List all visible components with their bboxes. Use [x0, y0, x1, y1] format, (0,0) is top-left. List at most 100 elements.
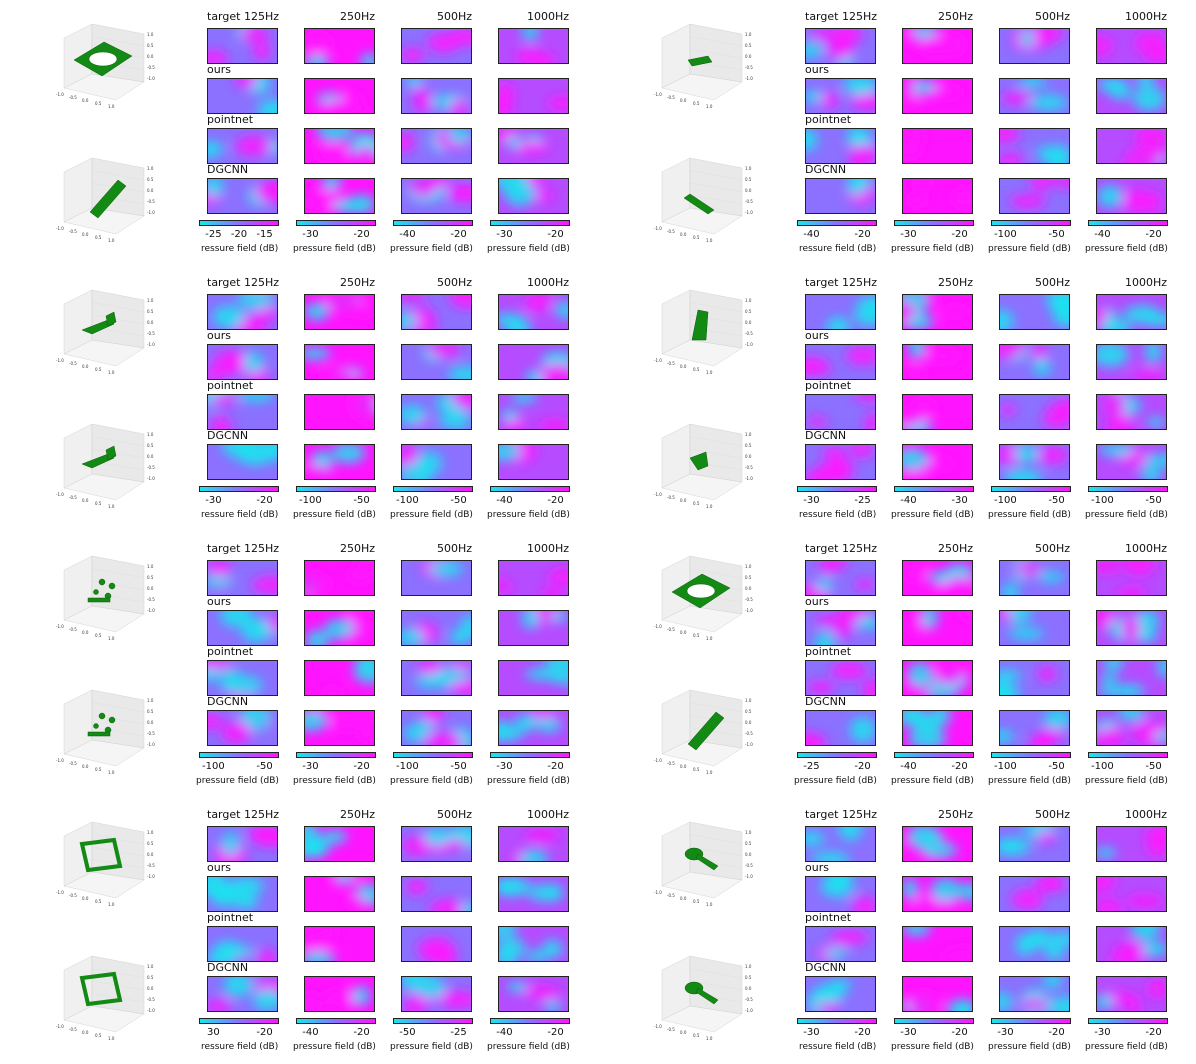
pressure-heatmap: [902, 710, 973, 746]
svg-text:1.0: 1.0: [706, 370, 713, 375]
pressure-heatmap: [304, 710, 375, 746]
svg-text:1.0: 1.0: [706, 1036, 713, 1041]
pressure-heatmap: [401, 294, 472, 330]
svg-text:-0.5: -0.5: [667, 229, 675, 234]
colorbar-tick: -100: [994, 495, 1017, 506]
pressure-heatmap: [401, 826, 472, 862]
pressure-heatmap: [304, 610, 375, 646]
pressure-heatmap: [805, 926, 876, 962]
svg-text:0.5: 0.5: [147, 309, 154, 314]
colorbar: [490, 486, 570, 492]
pressure-heatmap: [805, 78, 876, 114]
svg-text:0.0: 0.0: [745, 720, 752, 725]
colorbar-tick: -50: [353, 495, 370, 506]
pressure-heatmap: [207, 444, 278, 480]
colorbar-tick: -20: [1048, 1027, 1065, 1038]
colorbar-label: pressure field (dB): [794, 776, 877, 786]
pressure-heatmap: [805, 344, 876, 380]
frequency-header: target 125Hz: [207, 276, 279, 289]
colorbar: [199, 752, 279, 758]
method-label: pointnet: [805, 379, 852, 392]
pressure-heatmap: [902, 28, 973, 64]
pressure-heatmap: [1096, 710, 1167, 746]
svg-text:0.5: 0.5: [745, 975, 752, 980]
pressure-heatmap: [498, 128, 569, 164]
method-label: DGCNN: [805, 163, 847, 176]
svg-text:0.5: 0.5: [693, 633, 700, 638]
svg-text:0.0: 0.0: [82, 498, 89, 503]
pressure-heatmap: [304, 344, 375, 380]
method-label: DGCNN: [207, 163, 249, 176]
svg-text:1.0: 1.0: [147, 166, 154, 171]
colorbar: [991, 220, 1071, 226]
pressure-heatmap: [304, 178, 375, 214]
svg-text:0.0: 0.0: [680, 498, 687, 503]
colorbar-tick: -30: [1094, 1027, 1111, 1038]
svg-text:0.0: 0.0: [680, 1030, 687, 1035]
colorbar-tick: -25: [205, 229, 222, 240]
colorbar: [296, 486, 376, 492]
colorbar-tick: -40: [803, 229, 820, 240]
pressure-heatmap: [805, 660, 876, 696]
pressure-heatmap: [805, 560, 876, 596]
pressure-heatmap: [401, 344, 472, 380]
pressure-heatmap: [805, 178, 876, 214]
pressure-heatmap: [401, 178, 472, 214]
pressure-heatmap: [207, 178, 278, 214]
colorbar-tick: 30: [207, 1027, 220, 1038]
svg-text:0.0: 0.0: [82, 98, 89, 103]
colorbar-label: ressure field (dB): [799, 244, 877, 254]
pressure-heatmap: [498, 560, 569, 596]
pressure-heatmap: [304, 78, 375, 114]
pressure-heatmap: [1096, 926, 1167, 962]
colorbar-label: pressure field (dB): [487, 244, 570, 254]
frequency-header: 1000Hz: [526, 10, 569, 23]
pressure-heatmap: [498, 610, 569, 646]
svg-text:-1.0: -1.0: [654, 1024, 662, 1029]
svg-text:-1.0: -1.0: [56, 226, 64, 231]
pressure-heatmap: [999, 926, 1070, 962]
colorbar-label: pressure field (dB): [390, 1042, 473, 1052]
colorbar-tick: -20: [547, 495, 564, 506]
pressure-heatmap: [401, 28, 472, 64]
colorbar: [797, 752, 877, 758]
svg-text:-0.5: -0.5: [745, 199, 753, 204]
svg-text:1.0: 1.0: [745, 564, 752, 569]
svg-text:0.0: 0.0: [147, 454, 154, 459]
colorbar-label: pressure field (dB): [891, 510, 974, 520]
colorbar-label: pressure field (dB): [891, 1042, 974, 1052]
svg-text:-1.0: -1.0: [56, 358, 64, 363]
colorbar: [1088, 220, 1168, 226]
svg-text:-0.5: -0.5: [745, 997, 753, 1002]
svg-text:-1.0: -1.0: [56, 1024, 64, 1029]
svg-text:-1.0: -1.0: [56, 492, 64, 497]
method-label: DGCNN: [805, 429, 847, 442]
pressure-heatmap: [1096, 826, 1167, 862]
svg-text:0.5: 0.5: [693, 899, 700, 904]
method-label: ours: [805, 329, 829, 342]
pressure-heatmap: [207, 128, 278, 164]
svg-text:-1.0: -1.0: [56, 92, 64, 97]
svg-text:1.0: 1.0: [706, 902, 713, 907]
colorbar-label: ressure field (dB): [799, 1042, 877, 1052]
svg-text:-1.0: -1.0: [654, 226, 662, 231]
pressure-heatmap: [902, 660, 973, 696]
colorbar-tick: -40: [496, 495, 513, 506]
colorbar: [894, 486, 974, 492]
svg-text:0.5: 0.5: [745, 309, 752, 314]
svg-text:0.0: 0.0: [82, 630, 89, 635]
pressure-heatmap: [1096, 444, 1167, 480]
pressure-heatmap: [401, 560, 472, 596]
pressure-heatmap: [498, 28, 569, 64]
colorbar-label: pressure field (dB): [1085, 1042, 1168, 1052]
pressure-heatmap: [304, 444, 375, 480]
svg-text:0.0: 0.0: [147, 320, 154, 325]
pressure-heatmap: [1096, 178, 1167, 214]
pressure-heatmap: [999, 344, 1070, 380]
svg-text:0.0: 0.0: [82, 232, 89, 237]
svg-text:1.0: 1.0: [108, 902, 115, 907]
